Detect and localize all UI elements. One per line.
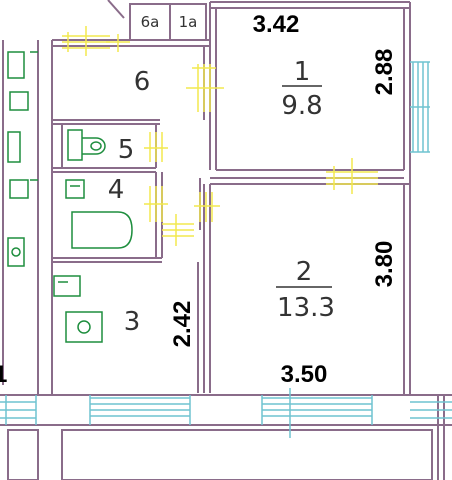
room-2-number: 2 bbox=[296, 257, 313, 287]
bottom-room-left bbox=[7, 429, 39, 480]
door-top-right bbox=[106, 34, 130, 52]
dim-room3-height: 2.42 bbox=[169, 301, 196, 348]
room-1-area: 9.8 bbox=[281, 91, 322, 121]
dim-room2-width: 3.50 bbox=[281, 361, 328, 388]
kitchen-sink-icon bbox=[53, 275, 81, 297]
door-room6-top bbox=[62, 26, 110, 56]
bottom-room-mid bbox=[61, 429, 433, 480]
room-6a-number: 6а bbox=[141, 13, 160, 31]
door-room4 bbox=[144, 186, 168, 222]
room-4-number: 4 bbox=[108, 175, 125, 205]
room-2-area: 13.3 bbox=[277, 293, 335, 323]
window-bottom-right bbox=[410, 401, 452, 419]
room-5-number: 5 bbox=[118, 135, 135, 165]
room-3-number: 3 bbox=[124, 307, 141, 337]
door-room1 bbox=[186, 64, 224, 112]
bathtub-icon bbox=[71, 211, 133, 249]
window-right-room1 bbox=[410, 61, 430, 153]
door-room5 bbox=[144, 132, 168, 162]
windows bbox=[0, 61, 452, 438]
dim-left-edge: 1 bbox=[0, 361, 7, 388]
door-corridor bbox=[194, 192, 220, 222]
room-1a-walls bbox=[169, 3, 207, 41]
door-room2-top bbox=[326, 158, 378, 194]
dimension-labels: 3.42 2.88 3.80 3.50 2.42 1 bbox=[0, 11, 398, 388]
room-1a-number: 1а bbox=[179, 13, 198, 31]
dim-room1-width: 3.42 bbox=[253, 11, 300, 38]
top-short-wall bbox=[107, 0, 125, 19]
sink-icon bbox=[65, 179, 85, 199]
window-bottom-room2-right bbox=[261, 388, 373, 438]
left-fixture-icons bbox=[7, 51, 38, 267]
fixtures bbox=[7, 51, 133, 343]
door-room3 bbox=[162, 214, 194, 246]
dim-room1-height: 2.88 bbox=[371, 49, 398, 96]
room-labels: 1 9.8 2 13.3 3 4 5 6 6а 1а bbox=[108, 13, 335, 337]
room-6-number: 6 bbox=[134, 67, 151, 97]
room-1-number: 1 bbox=[294, 57, 311, 87]
window-bottom-left bbox=[0, 395, 37, 425]
stove-icon bbox=[65, 311, 103, 343]
doors bbox=[62, 26, 378, 246]
dim-room2-height: 3.80 bbox=[371, 241, 398, 288]
window-bottom-room2-left bbox=[89, 395, 191, 425]
toilet-icon bbox=[67, 129, 106, 161]
